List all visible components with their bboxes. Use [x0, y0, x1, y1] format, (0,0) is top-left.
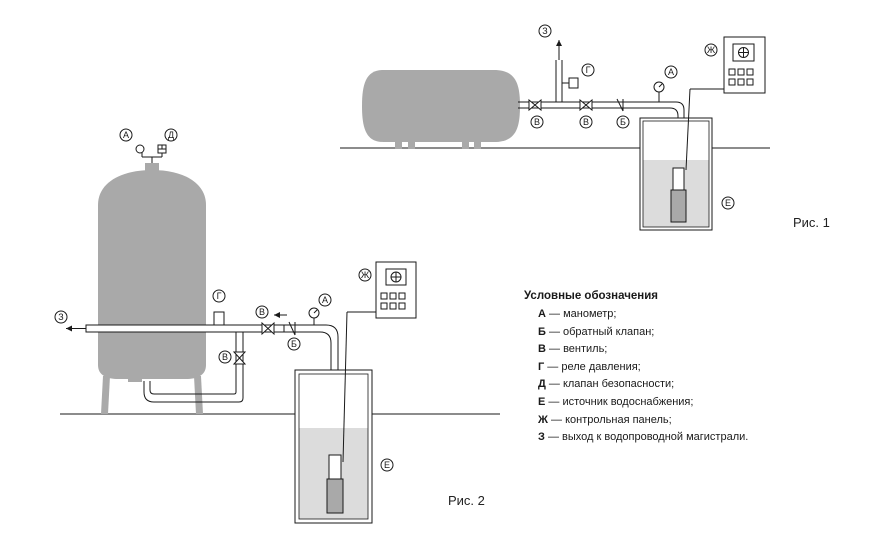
legend-key: В: [538, 343, 546, 356]
label-fig1-e: Е: [721, 196, 735, 210]
legend-key: Д: [538, 378, 546, 391]
figure-2-caption: Рис. 2: [448, 493, 485, 508]
legend-text: — клапан безопасности;: [545, 378, 675, 391]
horizontal-tank: [362, 70, 520, 149]
valve-fig2-b: [232, 351, 247, 365]
svg-text:Б: Б: [620, 117, 626, 127]
legend-item: З — выход к водопроводной магистрали.: [538, 429, 864, 447]
control-panel-fig2: [342, 261, 417, 463]
label-fig1-v1: В: [530, 115, 544, 129]
label-fig1-v2: В: [579, 115, 593, 129]
label-fig2-e: Е: [380, 458, 394, 472]
legend-text: — контрольная панель;: [547, 413, 672, 426]
check-valve-fig1: [616, 98, 624, 112]
manometer-fig2: [308, 307, 320, 325]
legend-key: Г: [538, 360, 545, 373]
svg-text:Г: Г: [217, 291, 222, 301]
label-fig1-z: З: [538, 24, 552, 38]
legend-item: Б — обратный клапан;: [538, 324, 864, 342]
legend-title: Условные обозначения: [524, 290, 659, 302]
label-fig2-b: Б: [287, 337, 301, 351]
pressure-switch-fig1: [568, 77, 579, 89]
svg-text:З: З: [542, 26, 547, 36]
figure-2: А Д З Г В В А Б Ж Е Рис. 2: [54, 128, 500, 524]
label-fig2-a: А: [318, 293, 332, 307]
label-fig2-zh: Ж: [358, 268, 372, 282]
label-fig1-g: Г: [581, 63, 595, 77]
legend-text: — источник водоснабжения;: [545, 395, 694, 408]
legend-item: Г — реле давления;: [538, 359, 864, 377]
legend-text: — манометр;: [545, 308, 617, 320]
legend-text: — выход к водопроводной магистрали.: [544, 431, 749, 444]
legend-item: Ж — контрольная панель;: [538, 412, 864, 430]
svg-text:Е: Е: [725, 198, 731, 208]
tank-top-fittings: [135, 144, 167, 163]
legend-item: Е — источник водоснабжения;: [538, 394, 864, 412]
legend-item: А — манометр;: [538, 306, 864, 324]
svg-text:В: В: [583, 117, 589, 127]
legend-list: А — манометр; Б — обратный клапан; В — в…: [524, 306, 864, 447]
pipe-fig1: [518, 40, 685, 185]
legend-key: А: [538, 308, 546, 320]
manometer-fig1: [653, 81, 665, 102]
check-valve-fig2: [288, 321, 296, 336]
svg-text:Б: Б: [291, 339, 297, 349]
svg-text:А: А: [668, 67, 674, 77]
svg-text:А: А: [322, 295, 328, 305]
legend-key: Е: [538, 395, 546, 408]
label-fig2-g: Г: [212, 289, 226, 303]
svg-text:Ж: Ж: [707, 45, 716, 55]
control-panel-fig1: [685, 36, 766, 171]
label-fig2-d: Д: [164, 128, 178, 142]
label-fig1-b: Б: [616, 115, 630, 129]
svg-text:В: В: [259, 307, 265, 317]
legend: Условные обозначения А — манометр; Б — о…: [524, 290, 864, 447]
figure-1-caption: Рис. 1: [793, 215, 830, 230]
label-fig2-v1: В: [255, 305, 269, 319]
svg-text:А: А: [123, 130, 129, 140]
svg-text:Ж: Ж: [361, 270, 370, 280]
label-fig1-a: А: [664, 65, 678, 79]
svg-text:В: В: [534, 117, 540, 127]
svg-text:Е: Е: [384, 460, 390, 470]
legend-item: В — вентиль;: [538, 341, 864, 359]
label-fig2-a-top: А: [119, 128, 133, 142]
valve-fig2-a: [261, 321, 275, 336]
svg-text:З: З: [58, 312, 63, 322]
svg-text:Г: Г: [586, 65, 591, 75]
pipe-fig2: [66, 312, 339, 460]
label-fig2-z: З: [54, 310, 68, 324]
well-fig1: [639, 117, 713, 231]
figure-1: З Г А В В Б Ж Е Рис. 1: [340, 24, 830, 231]
pressure-switch-fig2: [213, 311, 225, 326]
legend-key: Б: [538, 325, 546, 338]
legend-text: — вентиль;: [545, 343, 608, 356]
legend-item: Д — клапан безопасности;: [538, 376, 864, 394]
vertical-tank: [98, 163, 206, 414]
valve-fig1-b: [579, 98, 593, 112]
svg-text:В: В: [222, 352, 228, 362]
legend-text: — реле давления;: [544, 360, 641, 373]
legend-key: З: [538, 431, 545, 444]
legend-text: — обратный клапан;: [545, 325, 655, 338]
label-fig1-zh: Ж: [704, 43, 718, 57]
svg-text:Д: Д: [168, 130, 174, 140]
legend-key: Ж: [538, 413, 548, 426]
valve-fig1-a: [528, 98, 542, 112]
well-fig2: [294, 369, 373, 524]
label-fig2-v2: В: [218, 350, 232, 364]
